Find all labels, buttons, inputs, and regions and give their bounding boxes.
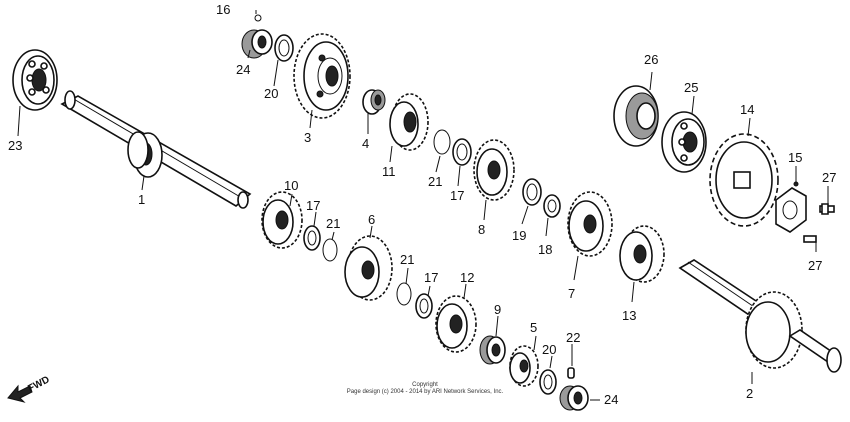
callout-19: 19	[512, 228, 526, 243]
callout-18: 18	[538, 242, 552, 257]
callout-4: 4	[362, 136, 369, 151]
fwd-arrow-icon	[7, 384, 33, 403]
callout-22: 22	[566, 330, 580, 345]
callout-24-top: 24	[236, 62, 250, 77]
gear-7	[567, 191, 613, 257]
copyright-footer: Copyright Page design (c) 2004 - 2014 by…	[0, 382, 850, 396]
callout-25: 25	[684, 80, 698, 95]
gear-8	[473, 139, 515, 201]
callout-27-upper: 27	[822, 170, 836, 185]
circlip-upper	[433, 129, 472, 166]
gear-12	[435, 295, 477, 353]
countershaft	[678, 259, 842, 373]
dowel-pin	[567, 367, 575, 379]
callout-21-left: 21	[326, 216, 340, 231]
callout-20-bottom: 20	[542, 342, 556, 357]
callout-9: 9	[494, 302, 501, 317]
collar-top	[241, 14, 273, 59]
callout-11: 11	[382, 164, 396, 179]
callout-13: 13	[622, 308, 636, 323]
callout-21-center: 21	[400, 252, 414, 267]
washer-top	[274, 34, 294, 62]
callout-6: 6	[368, 212, 375, 227]
gear-11	[389, 93, 429, 151]
bolts	[803, 203, 835, 243]
callout-1: 1	[138, 192, 145, 207]
washer-bottom	[539, 369, 557, 395]
oil-seal	[613, 85, 659, 147]
callout-23: 23	[8, 138, 22, 153]
copyright-line-1: Copyright	[412, 382, 438, 388]
fixing-plate	[775, 181, 807, 233]
gear-10	[261, 191, 303, 249]
drive-sprocket	[709, 133, 779, 227]
callout-12: 12	[460, 270, 474, 285]
callout-10: 10	[284, 178, 298, 193]
callout-14: 14	[740, 102, 754, 117]
callout-8: 8	[478, 222, 485, 237]
callout-27-lower: 27	[808, 258, 822, 273]
callout-24-bottom: 24	[604, 392, 618, 407]
callout-labels: 16 24 20 3 4 11 21 17 8 19 18 7 13 26 25…	[8, 2, 836, 407]
callout-20-top: 20	[264, 86, 278, 101]
callout-16: 16	[216, 2, 230, 17]
needle-bearing	[479, 335, 506, 365]
callout-26: 26	[644, 52, 658, 67]
callout-17-left: 17	[306, 198, 320, 213]
bushing-4	[362, 89, 386, 115]
main-shaft	[60, 90, 252, 209]
callout-17-center: 17	[424, 270, 438, 285]
callout-15: 15	[788, 150, 802, 165]
gear-5	[509, 345, 539, 387]
washers-center	[396, 282, 433, 319]
gear-13	[619, 225, 665, 283]
callout-3: 3	[304, 130, 311, 145]
leader-lines	[17, 10, 829, 401]
callout-5: 5	[530, 320, 537, 335]
callout-7: 7	[568, 286, 575, 301]
gear-6	[344, 235, 393, 301]
ball-bearing-right	[661, 111, 707, 173]
washers-19-18	[522, 178, 561, 218]
callout-2: 2	[746, 386, 753, 401]
copyright-line-2: Page design (c) 2004 - 2014 by ARI Netwo…	[346, 389, 504, 395]
callout-21-upper: 21	[428, 174, 442, 189]
washers-lower-left	[303, 225, 338, 262]
ball-bearing-left	[12, 49, 58, 111]
gear-3	[293, 33, 351, 119]
collar-bottom	[559, 385, 589, 411]
callout-17-upper: 17	[450, 188, 464, 203]
